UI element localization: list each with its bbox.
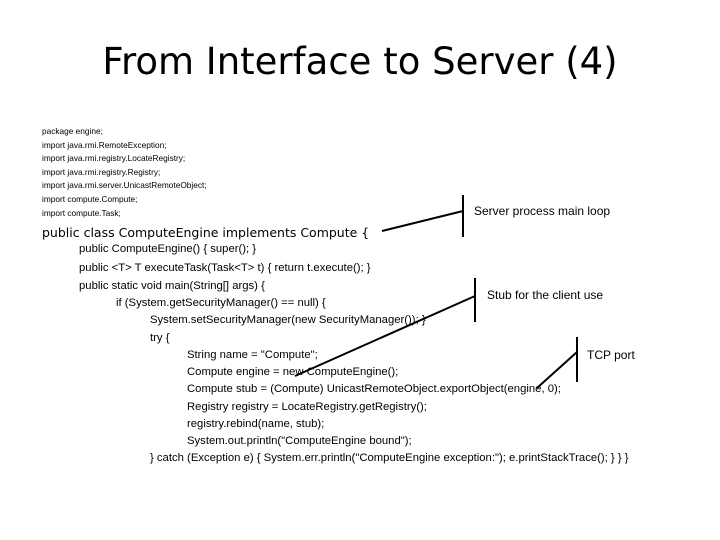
code-line-execute-task: public <T> T executeTask(Task<T> t) { re… [79, 262, 371, 274]
code-line-registry: Registry registry = LocateRegistry.getRe… [187, 401, 427, 413]
code-line-println: System.out.println("ComputeEngine bound"… [187, 435, 412, 447]
code-line-constructor: public ComputeEngine() { super(); } [79, 243, 257, 255]
callout-stub-client: Stub for the client use [487, 288, 604, 302]
import-line: import java.rmi.server.UnicastRemoteObje… [42, 180, 207, 191]
callout-tcp-port: TCP port [587, 348, 635, 362]
import-line: import java.rmi.registry.LocateRegistry; [42, 153, 186, 164]
import-line: import compute.Task; [42, 207, 121, 218]
code-line-main: public static void main(String[] args) { [79, 280, 265, 292]
import-line: import java.rmi.RemoteException; [42, 139, 167, 150]
code-line-catch: } catch (Exception e) { System.err.print… [150, 452, 629, 464]
stub-client-pointer [294, 295, 476, 377]
code-line-try: try { [150, 332, 170, 344]
code-line-engine: Compute engine = new ComputeEngine(); [187, 366, 399, 378]
import-line: import java.rmi.registry.Registry; [42, 166, 161, 177]
callout-server-loop: Server process main loop [474, 204, 611, 218]
code-line-rebind: registry.rebind(name, stub); [187, 418, 325, 430]
code-line-if-security: if (System.getSecurityManager() == null)… [116, 297, 326, 309]
code-line-name: String name = "Compute"; [187, 349, 318, 361]
slide-title: From Interface to Server (4) [102, 40, 618, 83]
import-line: import compute.Compute; [42, 193, 138, 204]
package-line: package engine; [42, 126, 103, 136]
server-loop-pointer [381, 210, 464, 232]
tcp-port-pointer [536, 351, 578, 389]
code-line-set-security: System.setSecurityManager(new SecurityMa… [150, 314, 426, 326]
code-line-stub: Compute stub = (Compute) UnicastRemoteOb… [187, 383, 561, 395]
import-block: package engine; import java.rmi.RemoteEx… [42, 125, 207, 220]
class-declaration: public class ComputeEngine implements Co… [42, 225, 370, 240]
